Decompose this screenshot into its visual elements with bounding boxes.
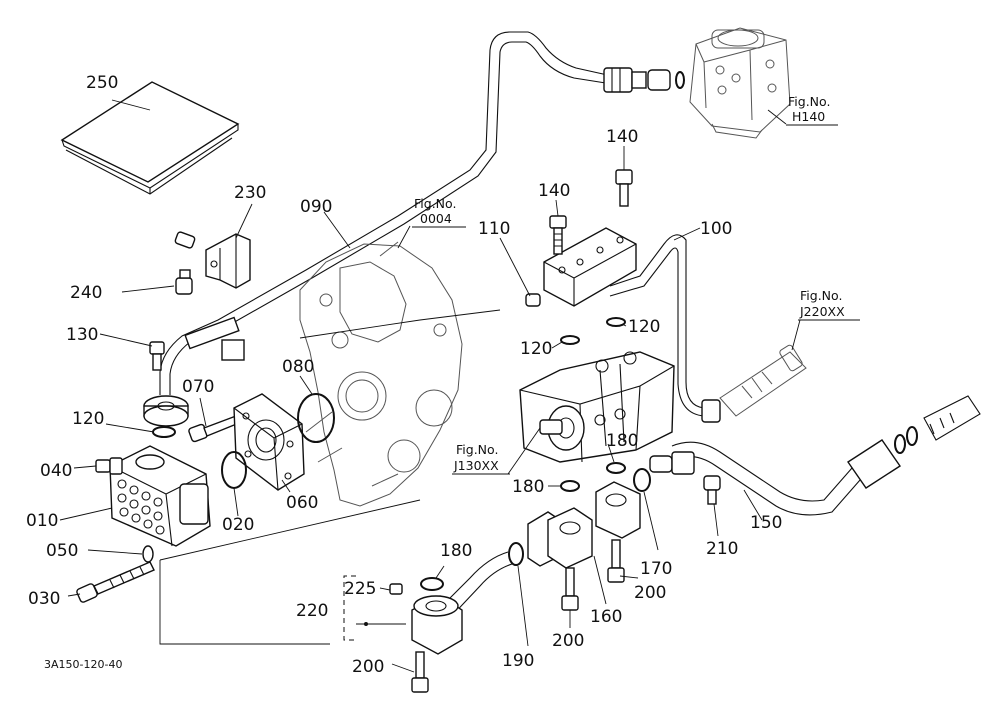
label-070: 070 [182,377,214,397]
part-220-dashed-bracket [343,575,406,641]
part-210-bolt[interactable] [703,475,721,505]
part-150-suction-pipe[interactable] [665,395,981,516]
part-060-adapter-plate[interactable] [233,393,305,491]
part-230-fitting[interactable] [174,231,196,249]
pipe-090-flange[interactable] [143,395,189,427]
part-200-bolt-right[interactable] [607,539,625,583]
part-180-oring-lower[interactable] [420,577,444,591]
ref-0004-line1: Fig.No. [414,196,456,211]
ref-j220xx-line1: Fig.No. [800,288,842,303]
main-gear-pump-j130xx[interactable] [519,351,675,463]
part-230-bracket[interactable] [205,233,251,289]
label-020: 020 [222,515,254,535]
part-240-bolt[interactable] [175,269,193,295]
label-120-center: 120 [520,339,552,359]
part-090-return-pipe[interactable] [159,31,613,395]
pump-010-bolt-pattern [117,479,165,535]
label-050: 050 [46,541,78,561]
drawing-code: 3A150-120-40 [44,658,122,671]
part-140-bolt-left[interactable] [549,215,567,255]
label-120-right: 120 [628,317,660,337]
label-150: 150 [750,513,782,533]
part-040-fitting[interactable] [95,457,123,475]
label-030: 030 [28,589,60,609]
part-180-oring-center[interactable] [560,480,580,492]
part-200-bolt-lower[interactable] [411,651,429,693]
part-110-plug[interactable] [525,293,541,307]
part-250-manual-booklet[interactable] [60,81,240,195]
label-060: 060 [286,493,318,513]
part-180-oring-right[interactable] [606,462,626,474]
leader-lines [59,99,801,673]
part-200-bolt-center[interactable] [561,567,579,611]
label-240: 240 [70,283,102,303]
part-120-oring-right[interactable] [606,317,626,327]
label-100: 100 [700,219,732,239]
part-120-oring-center[interactable] [560,335,580,345]
label-225: 225 [344,579,376,599]
part-100-pressure-pipe[interactable] [609,234,721,423]
figure-references: Fig.No. 0004 Fig.No. H140 Fig.No. J220XX… [414,94,845,473]
part-160-flange[interactable] [527,481,641,569]
label-180-center: 180 [512,477,544,497]
reference-underlines [412,124,860,475]
label-230: 230 [234,183,266,203]
label-200-right: 200 [634,583,666,603]
label-140-left: 140 [538,181,570,201]
label-200-center: 200 [552,631,584,651]
part-140-bolt-right[interactable] [615,169,633,207]
part-080-oring[interactable] [297,393,335,443]
label-080: 080 [282,357,314,377]
part-220-suction-elbow[interactable] [411,551,513,655]
label-180-right: 180 [606,431,638,451]
part-manifold-block[interactable] [543,227,637,307]
label-090: 090 [300,197,332,217]
label-210: 210 [706,539,738,559]
label-160: 160 [590,607,622,627]
part-225-plug[interactable] [389,583,403,595]
part-020-oring[interactable] [221,451,247,489]
label-200-lower: 200 [352,657,384,677]
part-130-bolt[interactable] [149,341,165,371]
label-250: 250 [86,73,118,93]
ref-h140-line2: H140 [792,109,825,124]
label-120-pump: 120 [72,409,104,429]
fitting-j220xx [719,344,807,417]
label-040: 040 [40,461,72,481]
pipe-090-end-fittings[interactable] [603,67,685,93]
part-070-bolt[interactable] [188,415,240,443]
ref-j130xx-line2: J130XX [453,458,499,473]
ref-j130xx-line1: Fig.No. [456,442,498,457]
steering-unit-h140 [689,27,791,139]
ref-0004-line2: 0004 [420,211,452,226]
label-170: 170 [640,559,672,579]
label-190: 190 [502,651,534,671]
part-120-oring-pump-top[interactable] [152,426,176,438]
ref-h140-line1: Fig.No. [788,94,830,109]
part-170-oring[interactable] [633,468,651,492]
part-050-washer[interactable] [142,545,154,563]
ref-j220xx-line2: J220XX [799,304,845,319]
part-labels: 250 230 240 130 070 080 120 040 010 050 … [26,73,782,677]
gear-case-fig-0004 [299,241,463,507]
part-010-hydraulic-pump[interactable] [109,445,211,547]
label-130: 130 [66,325,98,345]
part-hose-clamp[interactable] [649,451,695,475]
label-010: 010 [26,511,58,531]
label-140-right: 140 [606,127,638,147]
label-110: 110 [478,219,510,239]
part-030-bolt[interactable] [76,561,155,603]
label-180-lower: 180 [440,541,472,561]
label-220: 220 [296,601,328,621]
part-190-oring[interactable] [508,542,524,566]
